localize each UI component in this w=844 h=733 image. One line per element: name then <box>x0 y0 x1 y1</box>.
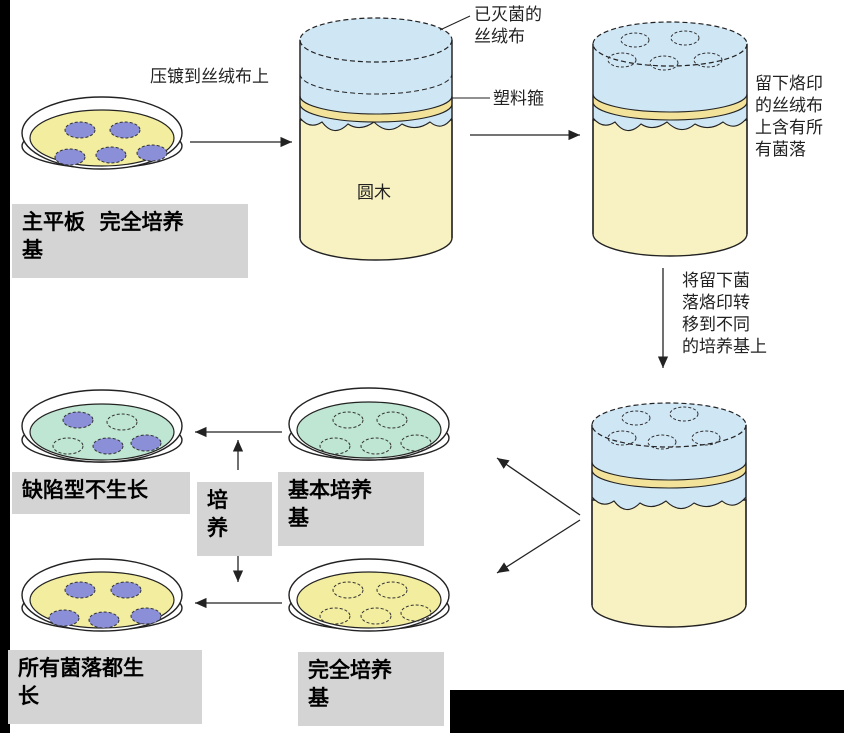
colony <box>54 148 86 166</box>
auxotroph-result-plate <box>21 389 183 463</box>
complete-medium-plate <box>288 558 450 632</box>
all-colonies-grow-label: 所有菌落都生 长 <box>8 650 202 724</box>
wood-block-with-velvet <box>299 17 453 261</box>
colony <box>88 611 120 629</box>
press-label: 压镀到丝绒布上 <box>150 67 269 87</box>
arrow-to-complete <box>496 519 581 574</box>
transfer-note-label: 将留下菌 落烙印转 移到不同 的培养基上 <box>682 271 767 357</box>
auxotroph-no-growth-label: 缺陷型不生长 <box>12 472 190 514</box>
sterile-velvet-label: 已灭菌的 丝绒布 <box>474 5 542 47</box>
colony <box>92 437 124 455</box>
imprinted-block <box>592 21 748 257</box>
colony <box>130 434 162 452</box>
minimal-medium-label: 基本培养 基 <box>278 472 424 546</box>
all-colonies-plate <box>21 558 183 632</box>
complete-medium-label: 完全培养 基 <box>298 652 444 726</box>
arrow-to-minimal <box>496 457 581 516</box>
master-plate <box>21 96 183 170</box>
colony <box>62 411 94 429</box>
colony <box>48 609 80 627</box>
colony <box>64 581 96 599</box>
minimal-medium-plate <box>288 387 450 461</box>
colony <box>130 607 162 625</box>
velvet-leader <box>439 15 471 31</box>
colony <box>110 581 142 599</box>
colony <box>109 121 141 139</box>
imprinted-block-transfer <box>591 402 747 628</box>
wood-block-label: 圆木 <box>357 183 391 203</box>
imprinted-velvet-label: 留下烙印 的丝绒布 上含有所 有菌落 <box>755 74 823 160</box>
colony <box>95 146 127 164</box>
colony <box>136 144 168 162</box>
culture-label: 培 养 <box>197 482 272 556</box>
colony <box>64 121 96 139</box>
plastic-hoop-label: 塑料箍 <box>493 89 544 109</box>
master-plate-label: 主平板 完全培养 基 <box>12 204 248 278</box>
